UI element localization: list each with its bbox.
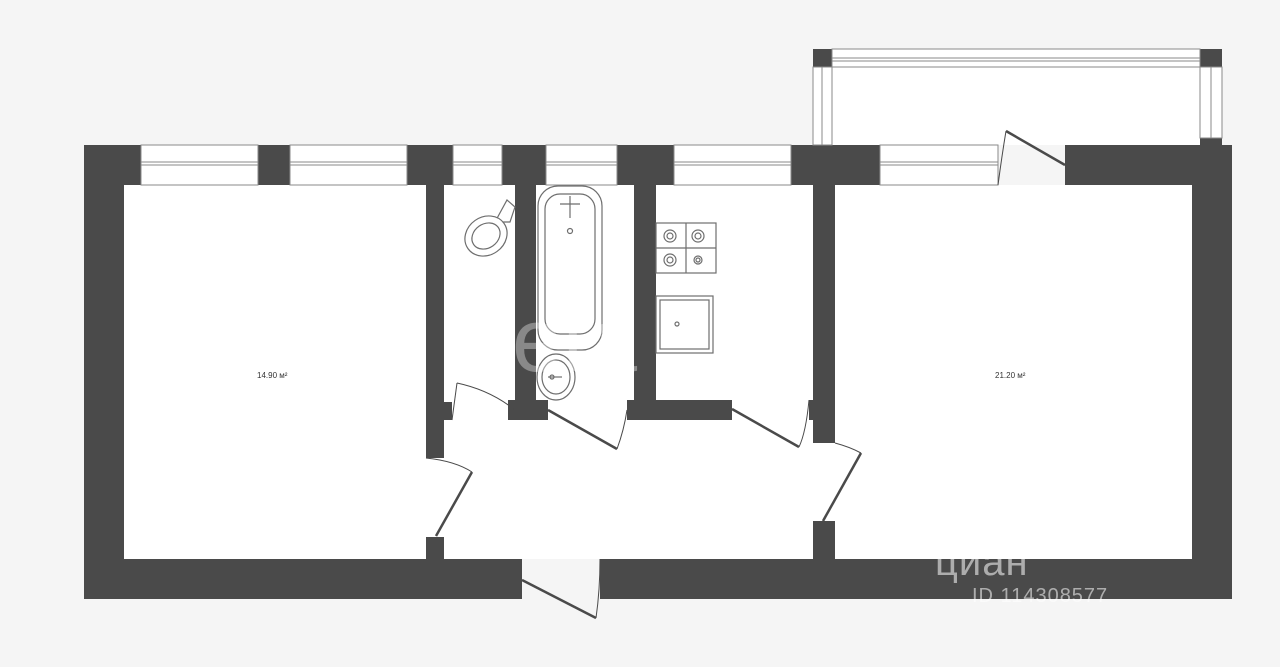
balcony-post-right [1200,138,1222,165]
wall-partition-b-foot [508,400,548,420]
sink-icon [536,353,576,401]
balcony-floor [832,67,1200,145]
window-5 [673,144,792,186]
wall-partition-a-low [426,420,444,458]
kitchen-floor [656,185,813,400]
room-left-area-label: 14.90 м² [257,371,288,380]
wall-top-pier-1 [258,145,290,185]
window-1 [140,144,259,186]
room-right-area-label: 21.20 м² [995,371,1026,380]
wall-bottom-left [84,559,522,599]
wall-right [1192,165,1232,599]
balcony-corner-left [813,49,832,67]
window-4 [545,144,618,186]
wall-partition-b [515,185,536,400]
room-left-floor [124,185,426,559]
toilet-icon [464,199,516,257]
stove-icon [655,222,717,274]
walls [84,49,1232,599]
balcony-glazing-top [831,48,1201,68]
door-toilet [451,382,516,421]
wall-partition-a-foot [426,537,444,559]
wall-partition-a-stub [426,402,452,420]
window-2 [289,144,408,186]
wall-partition-d [813,185,835,443]
wall-bottom-right [600,559,1232,599]
wall-partition-c [634,185,656,400]
door-bathroom [547,408,628,451]
doors [425,129,1066,620]
wall-partition-d-foot [813,521,835,559]
hallway-floor [426,400,835,559]
kitchen-sink-icon [655,295,714,354]
door-entrance [521,558,601,620]
watermark-center: eta [512,291,638,391]
wall-kitchen-bottom [627,400,732,420]
wall-top-pier-3 [502,145,546,185]
windows [140,48,1223,186]
wall-top-pier-5 [791,145,880,185]
fixtures [464,185,717,401]
wall-left [84,145,124,599]
balcony-glazing-left [812,66,833,146]
door-kitchen [731,399,810,449]
wall-top-pier-4 [617,145,674,185]
wall-partition-a [426,185,444,403]
door-room-left [425,457,474,537]
balcony-glazing-right [1199,66,1223,139]
door-balcony [997,129,1066,186]
watermark-brand: циан [935,540,1029,584]
bathtub-icon [537,185,603,351]
wall-partition-d-stub [809,400,835,420]
watermark-id: ID 114308577 [972,585,1109,607]
room-right-floor [835,185,1192,559]
window-3 [452,144,503,186]
wall-top-pier-2 [407,145,453,185]
balcony-corner-right [1200,49,1222,67]
window-6 [879,144,999,186]
door-room-right [821,442,863,522]
